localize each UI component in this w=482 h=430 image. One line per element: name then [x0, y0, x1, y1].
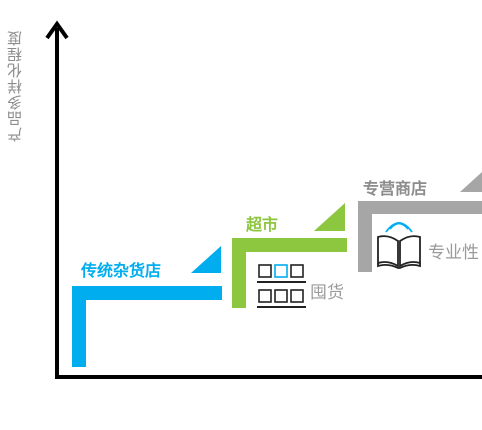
- y-axis-label: 产品多样化程度: [6, 30, 24, 142]
- stage-step-1: [72, 246, 222, 367]
- stage-step-2-triangle: [314, 203, 345, 231]
- stage-step-3: [358, 172, 482, 272]
- stage-2-label: 超市: [246, 215, 279, 234]
- stage-3-label: 专营商店: [363, 179, 428, 198]
- stage-2-feature-label: 囤货: [310, 283, 344, 303]
- stage-step-1-bracket: [72, 286, 222, 367]
- y-axis-arrow: [45, 20, 69, 40]
- open-book-signal-icon: [377, 222, 421, 269]
- stage-step-3-triangle: [460, 172, 482, 192]
- stage-step-3-bracket: [358, 201, 482, 272]
- stage-1-label: 传统杂货店: [81, 261, 162, 280]
- shelf-grid-icon: [257, 264, 306, 308]
- stage-step-1-triangle: [191, 246, 221, 273]
- stage-step-2-bracket: [232, 238, 347, 308]
- stage-3-feature-label: 专业性: [428, 243, 479, 263]
- stage-step-2: [232, 203, 347, 308]
- axes: [45, 20, 482, 379]
